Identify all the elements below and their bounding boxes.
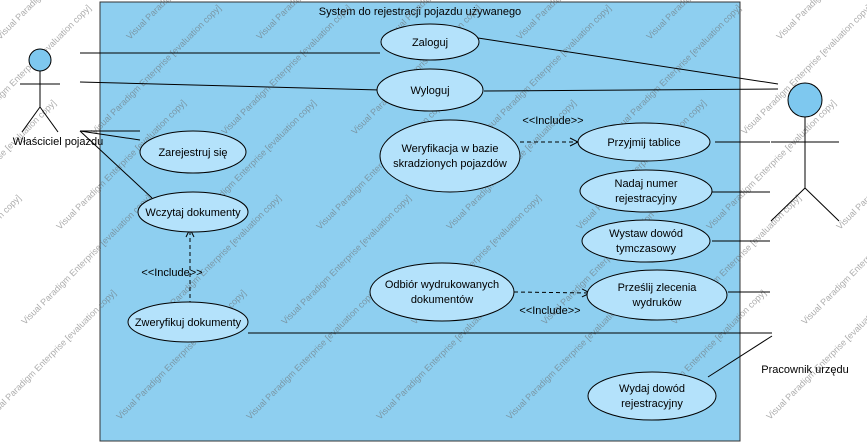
usecase-upload-label: Wczytaj dokumenty	[145, 207, 241, 219]
usecase-assign-number-line2: rejestracyjny	[615, 193, 677, 205]
usecase-pickup-line1: Odbiór wydrukowanych	[385, 279, 499, 291]
usecase-upload[interactable]: Wczytaj dokumenty	[137, 191, 249, 233]
usecase-verify-docs-label: Zweryfikuj dokumenty	[135, 317, 242, 329]
actor-owner-label: Właściciel pojazdu	[13, 136, 103, 148]
assoc-clerk-issue	[707, 335, 773, 378]
usecase-temp-doc-line2: tymczasowy	[616, 243, 676, 255]
usecase-send-print-line1: Prześlij zlecenia	[618, 282, 698, 294]
actor-owner-leg-right	[39, 106, 59, 133]
usecase-assign-number-line1: Nadaj numer	[615, 178, 678, 190]
usecase-send-print[interactable]: Prześlij zlecenia wydruków	[586, 269, 728, 321]
usecase-send-print-line2: wydruków	[632, 297, 682, 309]
associations	[79, 37, 779, 378]
usecase-temp-doc-line1: Wystaw dowód	[609, 228, 683, 240]
assoc-clerk-login	[477, 37, 779, 85]
include-dependencies	[190, 142, 590, 305]
include-label-accept: <<Include>>	[522, 115, 583, 127]
usecase-stolen-check[interactable]: Weryfikacja w bazie skradzionych pojazdó…	[379, 119, 521, 193]
include-pickup-send	[513, 292, 590, 293]
assoc-clerk-logout	[483, 88, 779, 92]
watermark-text: Visual Paradigm Enterprise [evaluation c…	[0, 193, 23, 327]
actor-owner-leg-left	[21, 106, 41, 133]
assoc-owner-logout	[79, 81, 381, 91]
include-label-upload: <<Include>>	[141, 267, 202, 279]
include-label-send: <<Include>>	[519, 305, 580, 317]
actor-owner[interactable]	[20, 48, 60, 133]
usecase-stolen-check-line2: skradzionych pojazdów	[393, 158, 507, 170]
usecase-login[interactable]: Zaloguj	[380, 23, 480, 61]
usecase-temp-doc[interactable]: Wystaw dowód tymczasowy	[581, 219, 711, 263]
usecase-assign-number[interactable]: Nadaj numer rejestracyjny	[579, 169, 713, 213]
usecase-accept-plates-label: Przyjmij tablice	[607, 137, 680, 149]
usecase-stolen-check-line1: Weryfikacja w bazie	[402, 143, 499, 155]
usecase-pickup[interactable]: Odbiór wydrukowanych dokumentów	[369, 262, 515, 322]
usecase-accept-plates[interactable]: Przyjmij tablice	[577, 122, 711, 162]
usecase-login-label: Zaloguj	[412, 37, 448, 49]
usecase-logout[interactable]: Wyloguj	[376, 68, 484, 112]
actor-clerk-head	[787, 82, 823, 118]
assoc-owner-upload	[79, 130, 153, 199]
actor-clerk[interactable]	[770, 82, 840, 222]
usecase-verify-docs[interactable]: Zweryfikuj dokumenty	[127, 301, 249, 343]
actor-clerk-leg-left	[770, 187, 806, 222]
actor-owner-head	[28, 48, 52, 72]
use-cases: Zaloguj Wyloguj Zarejestruj się Wczytaj …	[127, 23, 728, 421]
usecase-register[interactable]: Zarejestruj się	[139, 130, 247, 174]
watermark-text: Visual Paradigm Enterprise [evaluation c…	[834, 98, 867, 232]
usecase-issue-doc-line2: rejestracyjny	[621, 398, 683, 410]
assoc-owner-verify	[79, 130, 141, 141]
usecase-register-label: Zarejestruj się	[158, 147, 227, 159]
system-title: System do rejestracji pojazdu używanego	[319, 6, 521, 18]
usecase-issue-doc[interactable]: Wydaj dowód rejestracyjny	[587, 371, 717, 421]
actor-clerk-leg-right	[804, 187, 840, 222]
usecase-issue-doc-line1: Wydaj dowód	[619, 383, 685, 395]
usecase-logout-label: Wyloguj	[410, 85, 449, 97]
usecase-pickup-line2: dokumentów	[411, 294, 473, 306]
actor-clerk-label: Pracownik urzędu	[761, 364, 848, 376]
